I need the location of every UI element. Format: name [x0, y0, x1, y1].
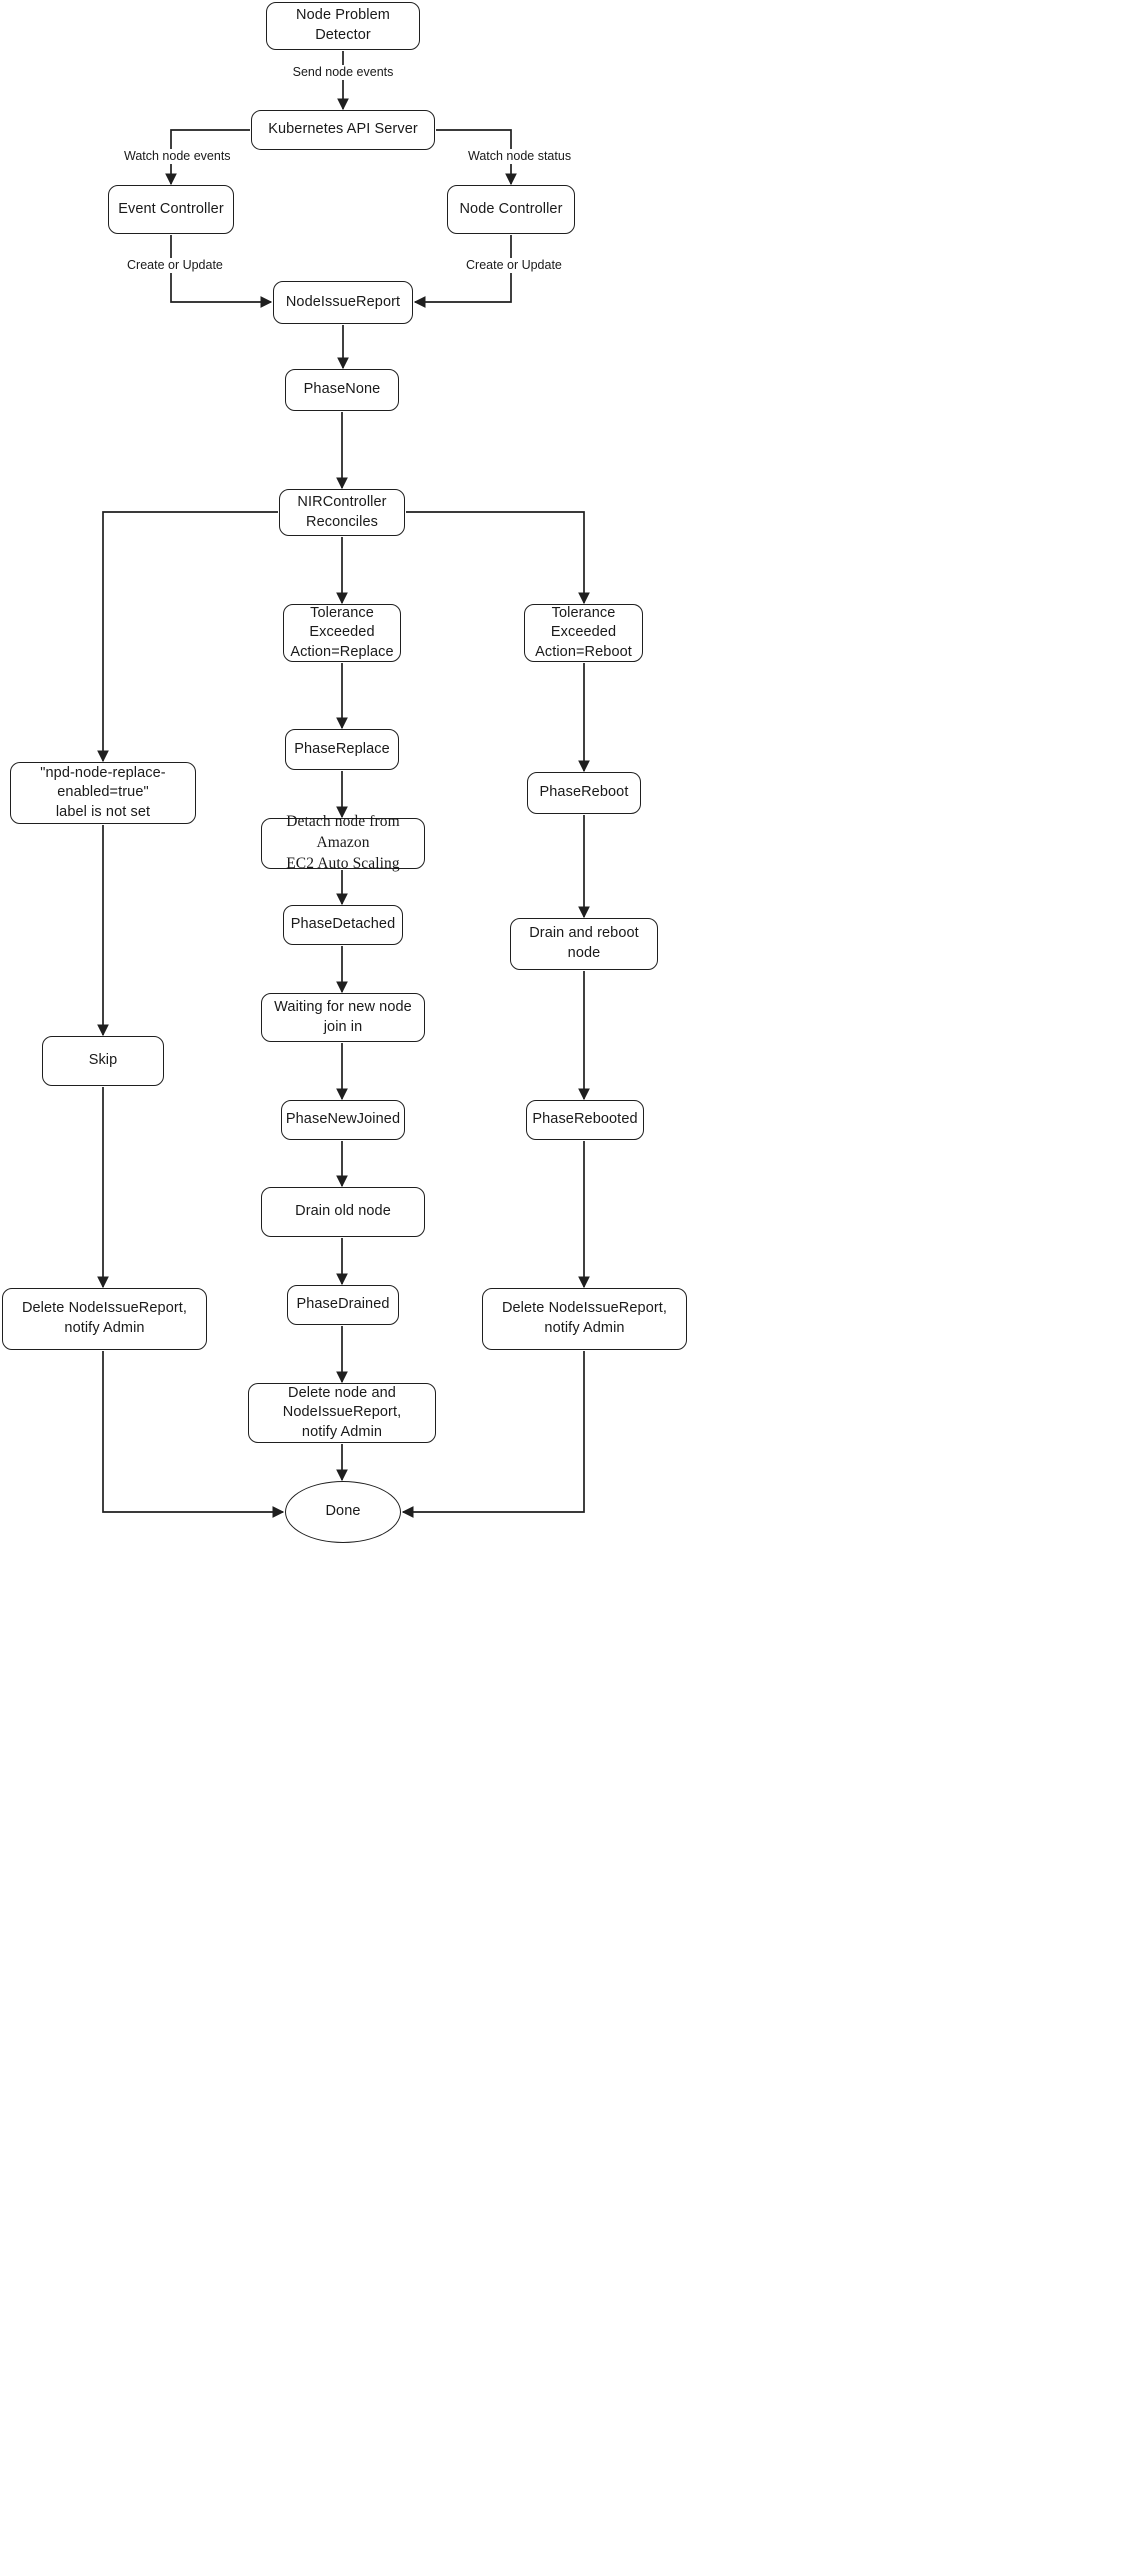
node-label: PhaseDetached [290, 916, 396, 933]
edge-label-text: Create or Update [127, 258, 223, 272]
node-label: Kubernetes API Server [268, 121, 418, 138]
edge-label-text: Watch node events [124, 149, 231, 163]
node-label: PhaseReplace [294, 740, 390, 757]
node-label: PhaseReboot [539, 784, 629, 801]
node-label: NodeIssueReport [285, 293, 401, 310]
node-phasereboot[interactable]: PhaseReboot [527, 772, 641, 814]
node-label: PhaseDrained [296, 1296, 390, 1313]
node-kubernetes-api-server[interactable]: Kubernetes API Server [251, 110, 435, 150]
node-phasenone[interactable]: PhaseNone [285, 369, 399, 411]
edge-label-text: Create or Update [466, 258, 562, 272]
node-phaserebooted[interactable]: PhaseRebooted [526, 1100, 644, 1140]
node-label: NIRController Reconciles [297, 493, 387, 530]
node-label: Tolerance Exceeded Action=Reboot [535, 604, 632, 660]
node-label: Node Controller [459, 200, 563, 217]
node-delete-nir-notify-admin-left[interactable]: Delete NodeIssueReport, notify Admin [2, 1288, 207, 1350]
node-phasereplace[interactable]: PhaseReplace [285, 729, 399, 770]
node-delete-nir-notify-admin-right[interactable]: Delete NodeIssueReport, notify Admin [482, 1288, 687, 1350]
node-waiting-for-new-node[interactable]: Waiting for new node join in [261, 993, 425, 1042]
node-label: Detach node from Amazon EC2 Auto Scaling [286, 813, 400, 872]
node-phasedrained[interactable]: PhaseDrained [287, 1285, 399, 1325]
node-nircontroller-reconciles[interactable]: NIRController Reconciles [279, 489, 405, 536]
node-label: PhaseNewJoined [285, 1111, 401, 1128]
node-label: Skip [88, 1052, 118, 1069]
node-label: Node Problem Detector [296, 7, 390, 43]
node-label: Drain old node [295, 1203, 391, 1220]
node-node-problem-detector[interactable]: Node Problem Detector [266, 2, 420, 50]
node-done[interactable]: Done [285, 1481, 401, 1543]
node-skip[interactable]: Skip [42, 1036, 164, 1086]
node-label: Waiting for new node join in [274, 998, 412, 1035]
node-label-not-set[interactable]: "npd-node-replace-enabled=true" label is… [10, 762, 196, 824]
node-detach-node-from-asg[interactable]: Detach node from Amazon EC2 Auto Scaling [261, 813, 425, 872]
node-nodeissuereport[interactable]: NodeIssueReport [273, 281, 413, 324]
node-tolerance-exceeded-replace[interactable]: Tolerance Exceeded Action=Replace [283, 604, 401, 662]
node-phasenewjoined[interactable]: PhaseNewJoined [281, 1100, 405, 1140]
node-label: Delete NodeIssueReport, notify Admin [501, 1300, 668, 1336]
edge-label-text: Watch node status [468, 149, 572, 163]
edge-nirctrl-to-tolreboot [406, 511, 590, 605]
node-node-controller[interactable]: Node Controller [447, 185, 575, 234]
node-label: PhaseNone [303, 381, 381, 398]
node-label: Drain and reboot node [529, 925, 639, 961]
node-drain-and-reboot-node[interactable]: Drain and reboot node [510, 918, 658, 970]
node-tolerance-exceeded-reboot[interactable]: Tolerance Exceeded Action=Reboot [524, 604, 643, 662]
node-drain-old-node[interactable]: Drain old node [261, 1187, 425, 1237]
node-label: Delete NodeIssueReport, notify Admin [21, 1300, 188, 1336]
edge-label-create-or-update-right: Create or Update [464, 258, 564, 273]
node-delete-node-and-nir[interactable]: Delete node and NodeIssueReport, notify … [248, 1383, 436, 1443]
edge-label-send-node-events: Send node events [290, 65, 396, 80]
node-label: PhaseRebooted [532, 1111, 638, 1128]
node-label: "npd-node-replace-enabled=true" label is… [40, 764, 166, 820]
edge-label-watch-node-events: Watch node events [122, 149, 233, 164]
edge-nirctrl-to-nolabel [97, 511, 278, 763]
edge-label-watch-node-status: Watch node status [466, 149, 574, 164]
edge-label-create-or-update-left: Create or Update [125, 258, 225, 273]
node-event-controller[interactable]: Event Controller [108, 185, 234, 234]
node-label: Tolerance Exceeded Action=Replace [290, 604, 394, 660]
edge-label-text: Send node events [292, 65, 394, 79]
node-label: Event Controller [118, 200, 224, 217]
node-label: Delete node and NodeIssueReport, notify … [282, 1384, 402, 1440]
node-phasedetached[interactable]: PhaseDetached [283, 905, 403, 945]
node-label: Done [325, 1503, 361, 1520]
